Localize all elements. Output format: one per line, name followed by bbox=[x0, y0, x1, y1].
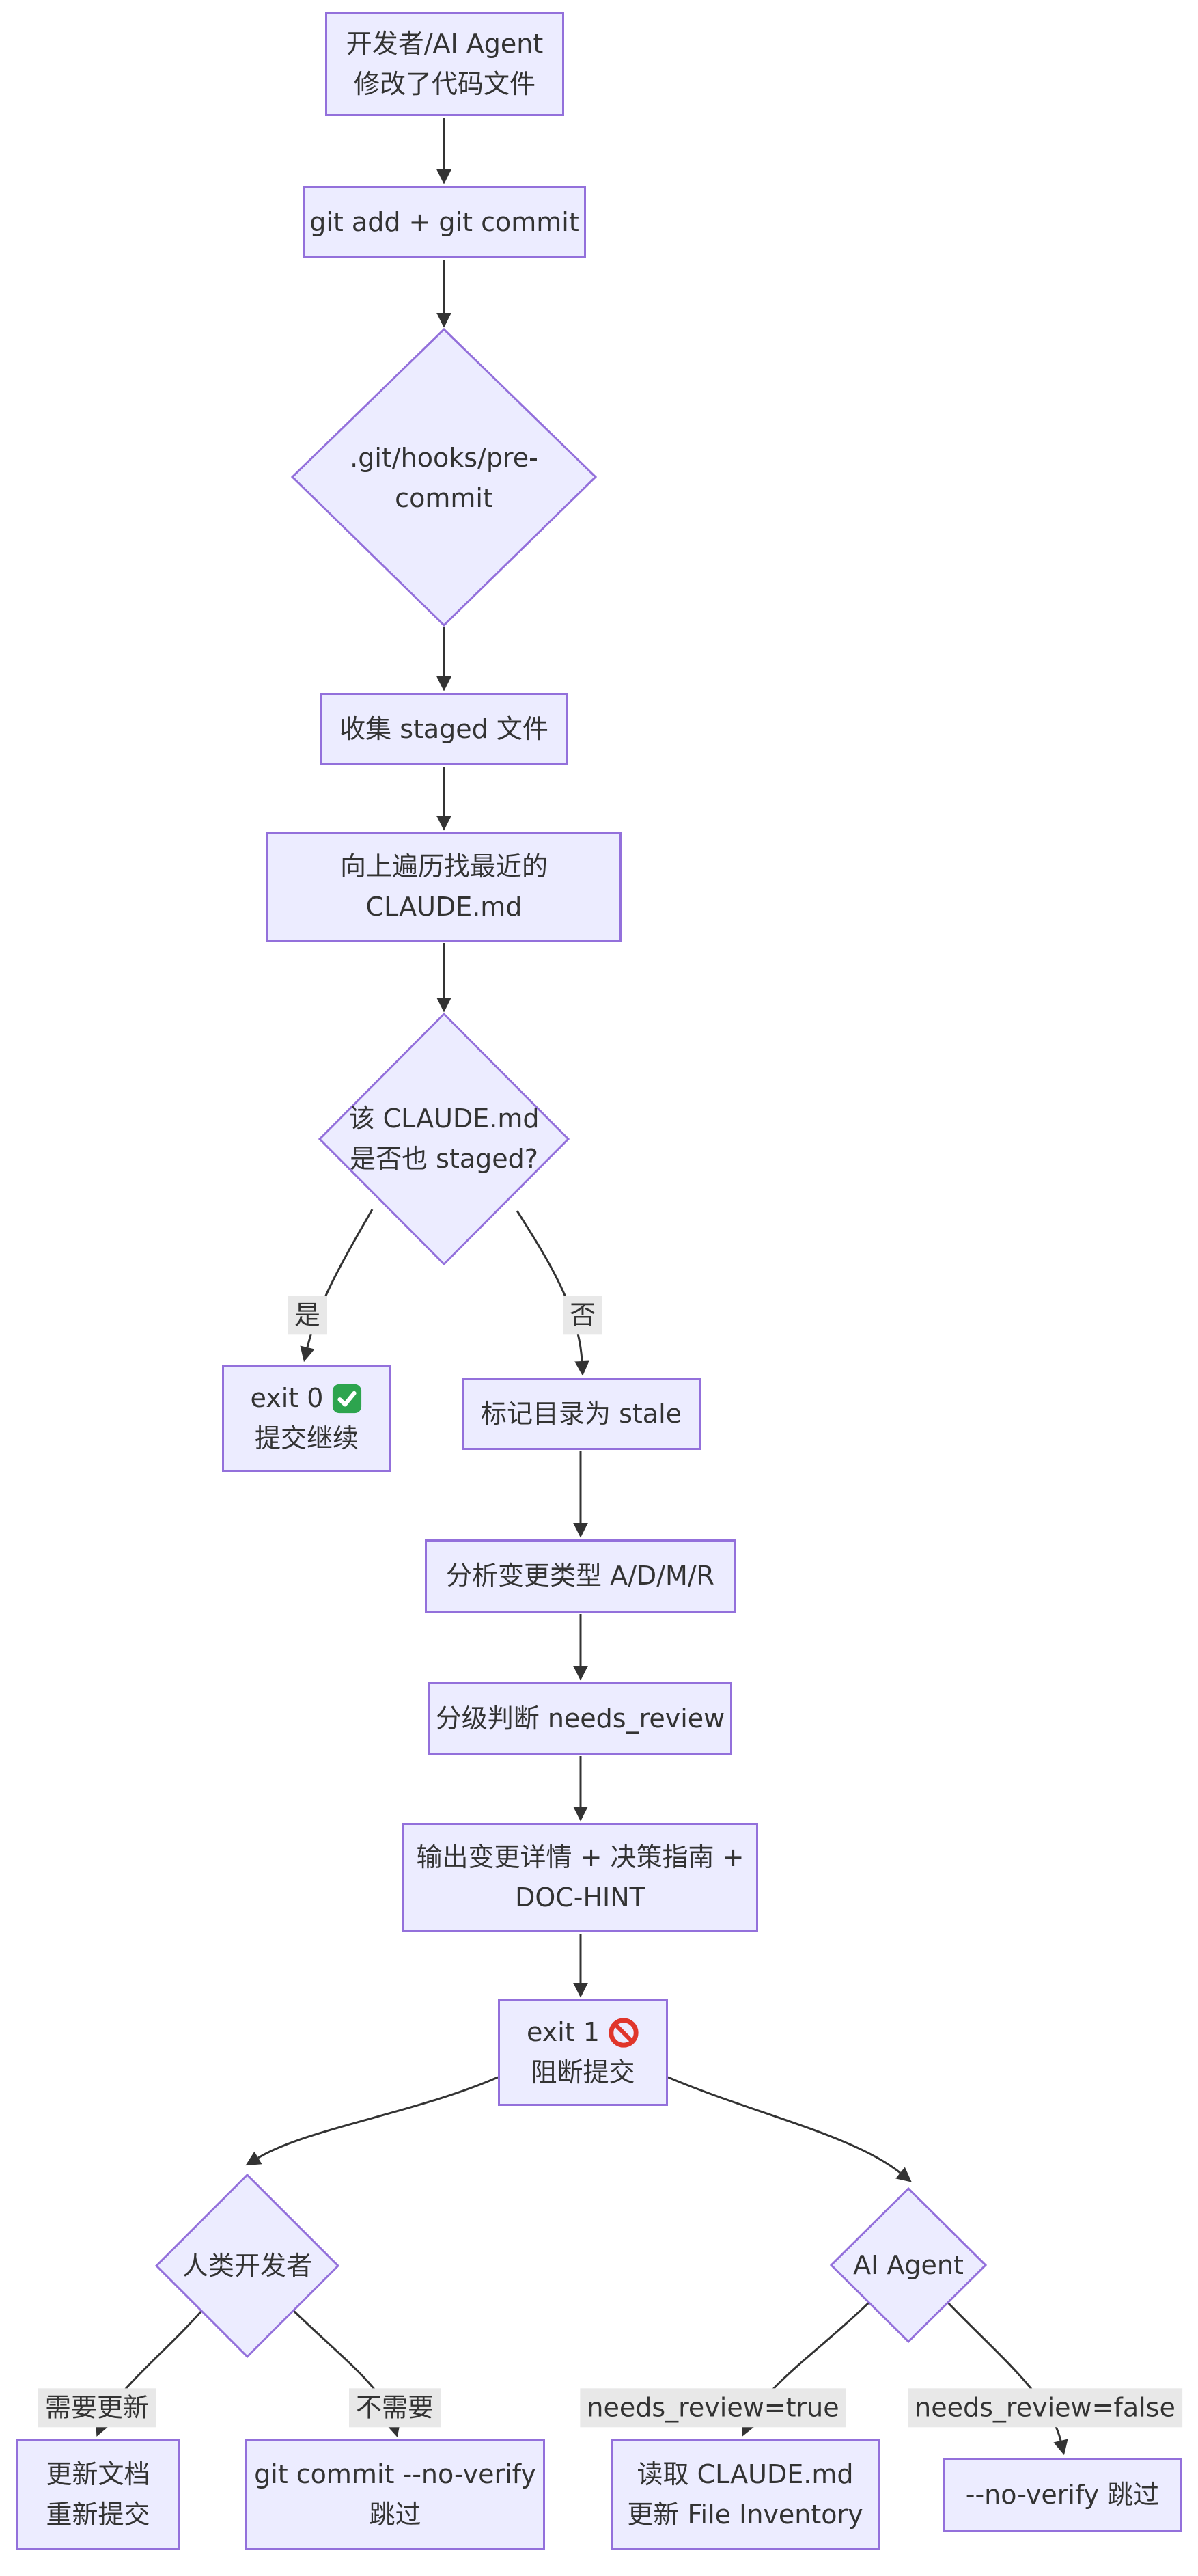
edge-label-need-update: 需要更新 bbox=[38, 2388, 156, 2428]
label-pre-commit-hook: .git/hooks/pre-commit bbox=[350, 443, 538, 513]
exit1-text: exit 1 bbox=[527, 2017, 600, 2048]
node-traverse-up-claude-md: 向上遍历找最近的 CLAUDE.md bbox=[266, 832, 622, 942]
node-output-change-details: 输出变更详情 + 决策指南 + DOC-HINT bbox=[402, 1823, 758, 1932]
node-collect-staged-files: 收集 staged 文件 bbox=[320, 693, 568, 765]
exit0-subtext: 提交继续 bbox=[254, 1423, 359, 1453]
prohibited-sign-icon bbox=[609, 2017, 639, 2048]
edge-label-needs-review-true: needs_review=true bbox=[580, 2388, 846, 2428]
node-update-doc-recommit: 更新文档 重新提交 bbox=[16, 2439, 180, 2550]
exit0-text: exit 0 bbox=[250, 1383, 324, 1414]
node-mark-directory-stale: 标记目录为 stale bbox=[462, 1378, 701, 1450]
node-analyze-change-types: 分析变更类型 A/D/M/R bbox=[425, 1539, 736, 1613]
node-exit1-block-commit: exit 1 阻断提交 bbox=[498, 1999, 668, 2106]
edge-label-no-need: 不需要 bbox=[348, 2388, 441, 2428]
edge-exit1-to-human bbox=[245, 2076, 499, 2166]
node-git-commit-no-verify-skip: git commit --no-verify 跳过 bbox=[245, 2439, 545, 2550]
node-git-add-commit: git add + git commit bbox=[303, 186, 586, 258]
edge-label-needs-review-false: needs_review=false bbox=[908, 2388, 1182, 2428]
node-no-verify-skip: --no-verify 跳过 bbox=[943, 2458, 1182, 2532]
node-developer-modified-code: 开发者/AI Agent 修改了代码文件 bbox=[325, 12, 564, 116]
edge-label-yes: 是 bbox=[287, 1296, 328, 1335]
edge-exit1-to-agent bbox=[667, 2076, 912, 2182]
decision-diamond-staged-question bbox=[318, 1012, 570, 1266]
label-ai-agent: AI Agent bbox=[853, 2249, 964, 2280]
label-human-developer: 人类开发者 bbox=[182, 2250, 312, 2281]
decision-diamond-pre-commit-hook bbox=[290, 327, 598, 627]
node-exit0-commit-continues: exit 0 提交继续 bbox=[222, 1365, 391, 1472]
node-read-claude-update-inventory: 读取 CLAUDE.md 更新 File Inventory bbox=[611, 2439, 880, 2550]
exit1-subtext: 阻断提交 bbox=[531, 2057, 635, 2087]
node-grade-needs-review: 分级判断 needs_review bbox=[428, 1682, 732, 1755]
white-heavy-check-mark-icon bbox=[333, 1384, 362, 1413]
decision-diamond-human-developer bbox=[154, 2173, 340, 2359]
label-staged-question: 该 CLAUDE.md 是否也 staged? bbox=[348, 1104, 540, 1174]
edge-label-no: 否 bbox=[562, 1296, 603, 1335]
edge-no-to-stale bbox=[516, 1210, 589, 1376]
decision-diamond-ai-agent bbox=[829, 2187, 988, 2344]
